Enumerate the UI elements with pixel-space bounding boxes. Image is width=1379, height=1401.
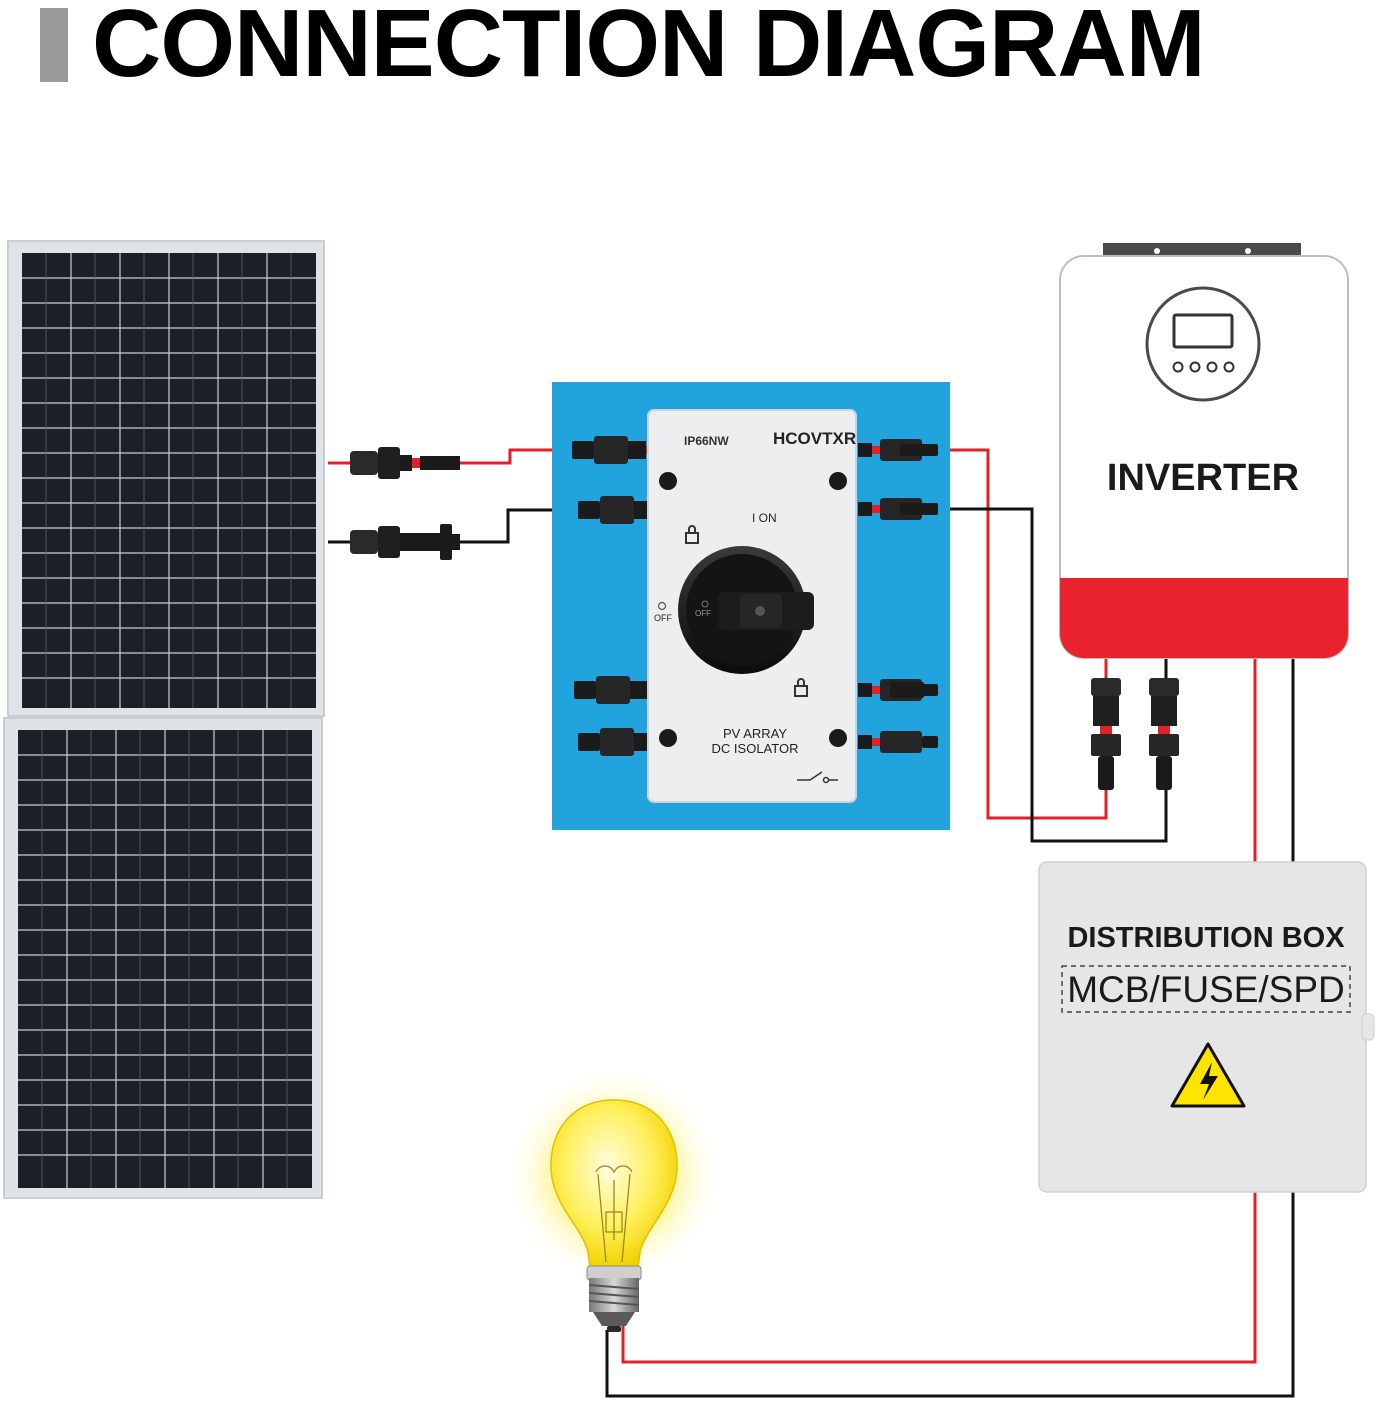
isolator-off-label-dial: OFF bbox=[695, 609, 711, 618]
wiring bbox=[328, 448, 1295, 1398]
page-title: CONNECTION DIAGRAM bbox=[92, 0, 1206, 97]
inverter-label: INVERTER bbox=[1107, 457, 1299, 499]
isolator-off-label: OFF bbox=[654, 613, 672, 623]
dc-isolator bbox=[552, 382, 950, 830]
mc4-connector-inverter-positive bbox=[1091, 678, 1121, 790]
isolator-rating: IP66NW bbox=[684, 434, 729, 448]
inverter-button bbox=[1223, 361, 1235, 373]
bulb-base bbox=[588, 1278, 640, 1332]
isolator-name-line2: DC ISOLATOR bbox=[712, 741, 799, 756]
distribution-box bbox=[1038, 861, 1375, 1193]
high-voltage-warning-icon bbox=[1170, 1042, 1246, 1108]
mc4-connector-positive bbox=[350, 447, 460, 479]
wire-box-to-bulb-black bbox=[605, 1192, 1295, 1398]
inverter-button bbox=[1206, 361, 1218, 373]
inverter-control-panel bbox=[1145, 286, 1261, 402]
inverter-display bbox=[1172, 313, 1234, 349]
wire-isolator-negative-out bbox=[935, 507, 1168, 843]
inverter-button bbox=[1172, 361, 1184, 373]
solar-panel-top bbox=[7, 240, 325, 717]
switch-symbol bbox=[797, 771, 838, 784]
wire-negative-to-isolator bbox=[460, 508, 578, 544]
wire-positive-to-isolator bbox=[460, 448, 575, 465]
distribution-box-subtitle: MCB/FUSE/SPD bbox=[1067, 969, 1345, 1010]
rotary-switch-knob[interactable] bbox=[678, 546, 814, 674]
wire-isolator-positive-out bbox=[925, 448, 1108, 820]
solar-panel-bottom bbox=[3, 717, 323, 1199]
wire-box-to-bulb-red bbox=[621, 1192, 1257, 1364]
inverter-button bbox=[1189, 361, 1201, 373]
spec-label-frame bbox=[1061, 965, 1351, 1013]
lock-icon bbox=[794, 678, 808, 697]
inverter bbox=[1059, 243, 1349, 659]
isolator-name-line1: PV ARRAY bbox=[723, 726, 787, 741]
distribution-box-title: DISTRIBUTION BOX bbox=[1067, 922, 1345, 954]
light-bulb-icon bbox=[504, 1065, 724, 1332]
mc4-connector-inverter-negative bbox=[1149, 678, 1179, 790]
title-accent-bar bbox=[40, 8, 68, 82]
isolator-brand: HCOVTXR bbox=[773, 429, 856, 448]
isolator-on-label: I ON bbox=[752, 511, 777, 525]
mc4-connector-negative bbox=[350, 524, 460, 560]
lock-icon bbox=[685, 525, 699, 544]
